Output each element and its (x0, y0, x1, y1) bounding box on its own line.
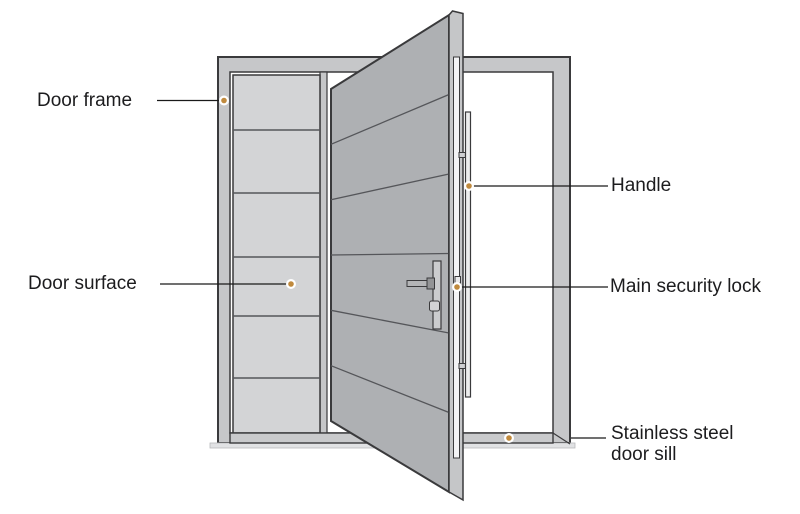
label-door-sill-line2: door sill (611, 444, 677, 465)
door-groove-line (330, 365, 450, 414)
security-lock-group (406, 260, 461, 330)
callout-marker-handle (464, 181, 474, 191)
door-panel-group (330, 10, 464, 502)
callout-marker-sill (504, 433, 514, 443)
handle-bracket (458, 152, 466, 158)
label-door-sill-line1: Stainless steel (611, 423, 734, 444)
lock-cylinder (429, 300, 440, 312)
callout-marker-door-surface (286, 279, 296, 289)
lock-latch (454, 276, 461, 284)
label-door-sill: Stainless steel door sill (611, 423, 734, 465)
door-groove-line (330, 173, 450, 201)
mullion (319, 71, 328, 434)
label-handle: Handle (611, 175, 672, 196)
callout-marker-door-frame (219, 95, 229, 106)
handle-bar (464, 111, 472, 398)
door-groove-line (330, 93, 450, 145)
sill-corner-miter-line (552, 432, 571, 445)
handle-bracket (458, 363, 466, 369)
label-main-security-lock: Main security lock (610, 276, 761, 297)
door-edge-groove (453, 56, 460, 459)
label-door-frame: Door frame (37, 90, 133, 111)
sidelight-panel (232, 74, 321, 434)
lock-lever-hub (426, 277, 435, 290)
sidelight-group (232, 71, 328, 434)
door-groove-line (330, 252, 450, 256)
lock-plate (432, 260, 442, 330)
door-handle-group (458, 111, 472, 398)
lock-lever (406, 280, 430, 287)
door-groove-line (330, 309, 450, 334)
callout-marker-lock (452, 282, 462, 292)
label-door-surface: Door surface (28, 273, 137, 294)
